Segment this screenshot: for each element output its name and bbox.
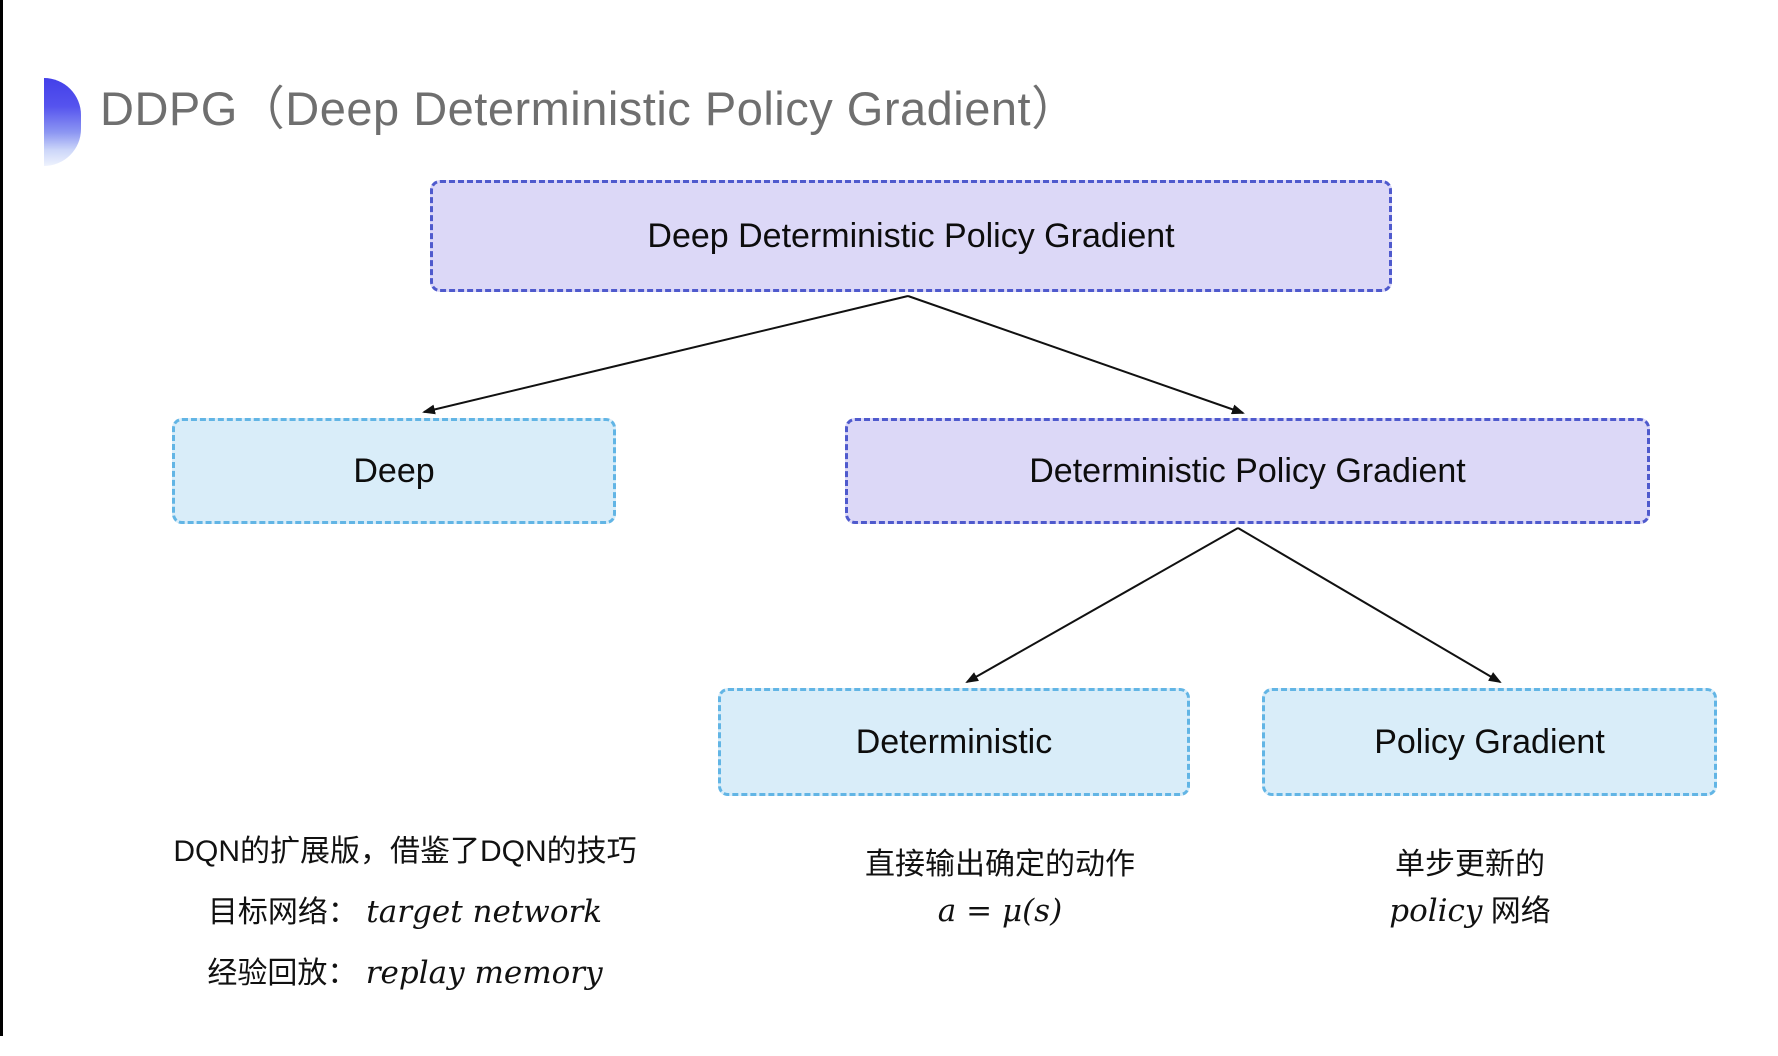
edge-ddpg-to-dpg bbox=[907, 295, 1245, 415]
note-deep-line2-term: target network bbox=[366, 894, 603, 930]
node-label: Deterministic Policy Gradient bbox=[1029, 451, 1466, 490]
note-deep: DQN的扩展版，借鉴了DQN的技巧 目标网络： target network 经… bbox=[110, 822, 700, 1004]
title-accent-half-circle-icon bbox=[44, 78, 81, 166]
note-deep-line3: 经验回放： replay memory bbox=[110, 943, 700, 1004]
edge-ddpg-to-deep bbox=[422, 295, 909, 415]
node-deterministic: Deterministic bbox=[718, 688, 1190, 796]
node-deep: Deep bbox=[172, 418, 616, 524]
note-policy-gradient-line1: 单步更新的 bbox=[1395, 848, 1545, 881]
node-label: Deterministic bbox=[855, 722, 1053, 761]
node-label: Deep Deterministic Policy Gradient bbox=[647, 216, 1175, 255]
node-label: Deep bbox=[353, 451, 435, 490]
note-deterministic-line1: 直接输出确定的动作 bbox=[865, 848, 1135, 881]
note-deep-line3-term: replay memory bbox=[365, 955, 603, 991]
note-policy-gradient-suffix: 网络 bbox=[1482, 895, 1551, 928]
node-deep-deterministic-policy-gradient: Deep Deterministic Policy Gradient bbox=[430, 180, 1392, 292]
node-deterministic-policy-gradient: Deterministic Policy Gradient bbox=[845, 418, 1650, 524]
note-deterministic-formula: a = μ(s) bbox=[937, 893, 1063, 929]
note-policy-gradient: 单步更新的 policy 网络 bbox=[1270, 842, 1670, 935]
note-deep-line3-label: 经验回放： bbox=[207, 957, 358, 990]
note-deep-line2: 目标网络： target network bbox=[110, 882, 700, 943]
note-deep-line1: DQN的扩展版，借鉴了DQN的技巧 bbox=[173, 835, 637, 868]
node-label: Policy Gradient bbox=[1374, 722, 1605, 761]
left-edge-line bbox=[0, 0, 3, 1036]
note-policy-gradient-term: policy bbox=[1389, 893, 1483, 929]
edge-dpg-to-deterministic bbox=[965, 527, 1239, 683]
edge-dpg-to-policy-gradient bbox=[1237, 527, 1502, 684]
note-policy-gradient-line2: policy 网络 bbox=[1270, 888, 1670, 935]
note-deterministic: 直接输出确定的动作 a = μ(s) bbox=[790, 842, 1210, 934]
page-title: DDPG（Deep Deterministic Policy Gradient） bbox=[100, 82, 1079, 135]
note-deep-line2-label: 目标网络： bbox=[207, 896, 358, 929]
node-policy-gradient: Policy Gradient bbox=[1262, 688, 1717, 796]
